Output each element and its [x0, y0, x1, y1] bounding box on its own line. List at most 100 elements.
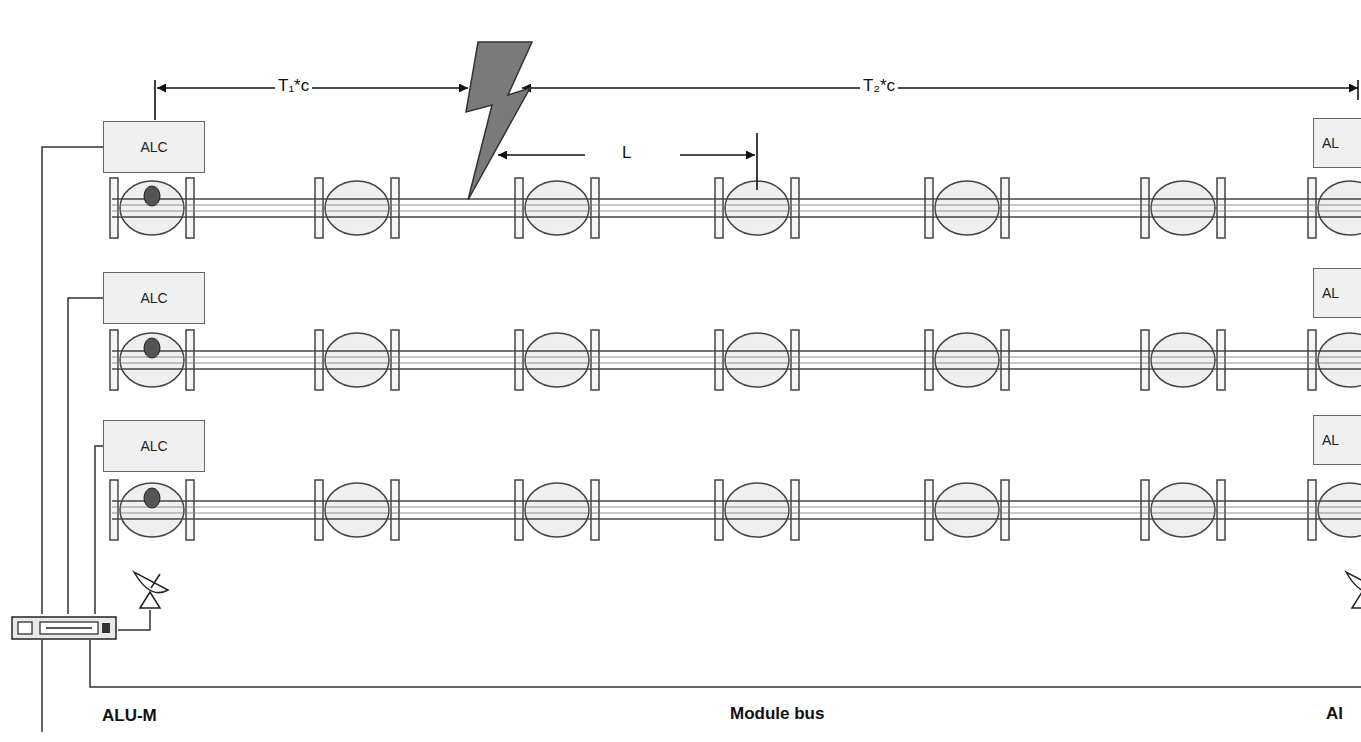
pipe-wall	[112, 500, 1361, 502]
caption-label: Module bus	[730, 704, 824, 724]
dimension-label: T₁*c	[275, 76, 312, 96]
pipe-wall	[112, 350, 1361, 352]
sensor	[144, 186, 160, 206]
master-unit: ALU-M	[10, 614, 150, 730]
flange	[515, 480, 523, 540]
conductor	[112, 211, 1361, 212]
module-housing	[1318, 333, 1361, 387]
dimension-lines	[155, 80, 1358, 190]
unit-label: ALU-M	[102, 706, 157, 726]
dimension-arrow	[498, 154, 585, 156]
alc-label: AL	[1322, 432, 1339, 448]
flange	[791, 480, 799, 540]
flange	[515, 330, 523, 390]
device-slot	[46, 627, 92, 629]
flange	[1141, 330, 1149, 390]
alc-box: AL	[1313, 118, 1361, 168]
flange	[110, 178, 118, 238]
flange	[715, 480, 723, 540]
module-housing	[725, 483, 789, 537]
flange	[315, 178, 323, 238]
module-housing	[120, 181, 184, 235]
module-housing	[525, 333, 589, 387]
flange	[1308, 178, 1316, 238]
conductor	[112, 507, 1361, 508]
alc-label: ALC	[140, 139, 167, 155]
alc-box: ALC	[103, 420, 205, 472]
module-housing	[120, 483, 184, 537]
flange	[186, 330, 194, 390]
conductor	[112, 205, 1361, 206]
pipe-wall	[112, 368, 1361, 370]
flange	[1217, 480, 1225, 540]
device-body	[12, 617, 116, 639]
flange	[591, 480, 599, 540]
module-housing	[1151, 483, 1215, 537]
sensor	[144, 338, 160, 358]
pipe-wall	[112, 518, 1361, 520]
flange	[391, 330, 399, 390]
flange	[715, 178, 723, 238]
dimension-label: T₂*c	[860, 76, 898, 96]
sensor	[144, 488, 160, 508]
antenna-wire	[118, 610, 150, 630]
flange	[315, 480, 323, 540]
pipelines	[110, 178, 1361, 540]
antenna-icon	[134, 572, 168, 608]
device-led	[102, 623, 110, 633]
flange	[791, 330, 799, 390]
flange	[1001, 480, 1009, 540]
alc-label: ALC	[140, 290, 167, 306]
alc-label: AL	[1322, 285, 1339, 301]
fault-lightning	[466, 42, 532, 200]
flange	[715, 330, 723, 390]
antenna-icon	[1346, 572, 1361, 608]
flange	[1308, 330, 1316, 390]
flange	[791, 178, 799, 238]
flange	[1001, 178, 1009, 238]
flange	[925, 178, 933, 238]
dimension-tick	[756, 133, 758, 190]
flange	[186, 480, 194, 540]
flange	[591, 178, 599, 238]
alc-box: ALC	[103, 272, 205, 324]
flange	[1141, 178, 1149, 238]
module-housing	[1151, 333, 1215, 387]
dimension-arrow	[680, 154, 755, 156]
dimension-arrow	[157, 87, 468, 89]
alc-box: AL	[1313, 268, 1361, 318]
flange	[1217, 178, 1225, 238]
alc-label: ALC	[140, 438, 167, 454]
pipe-wall	[112, 216, 1361, 218]
flange	[1217, 330, 1225, 390]
module-housing	[1318, 181, 1361, 235]
flange	[186, 178, 194, 238]
module-housing	[525, 181, 589, 235]
flange	[315, 330, 323, 390]
module-housing	[525, 483, 589, 537]
conductor	[112, 357, 1361, 358]
flange	[1141, 480, 1149, 540]
module-housing	[935, 333, 999, 387]
module-housing	[120, 333, 184, 387]
dimension-tick	[154, 80, 156, 120]
bus-connector	[68, 298, 103, 614]
flange	[515, 178, 523, 238]
module-bus-wire	[90, 640, 1361, 687]
module-housing	[325, 483, 389, 537]
bus-connector	[42, 147, 103, 614]
bus-wires	[42, 610, 1361, 732]
conductor	[112, 363, 1361, 364]
device-panel	[18, 622, 32, 634]
alc-box: AL	[1313, 415, 1361, 465]
module-housing	[935, 181, 999, 235]
conductor	[112, 513, 1361, 514]
dimension-arrow	[522, 87, 1358, 89]
flange	[591, 330, 599, 390]
flange	[1308, 480, 1316, 540]
alc-box: ALC	[103, 121, 205, 173]
flange	[1001, 330, 1009, 390]
flange	[110, 330, 118, 390]
